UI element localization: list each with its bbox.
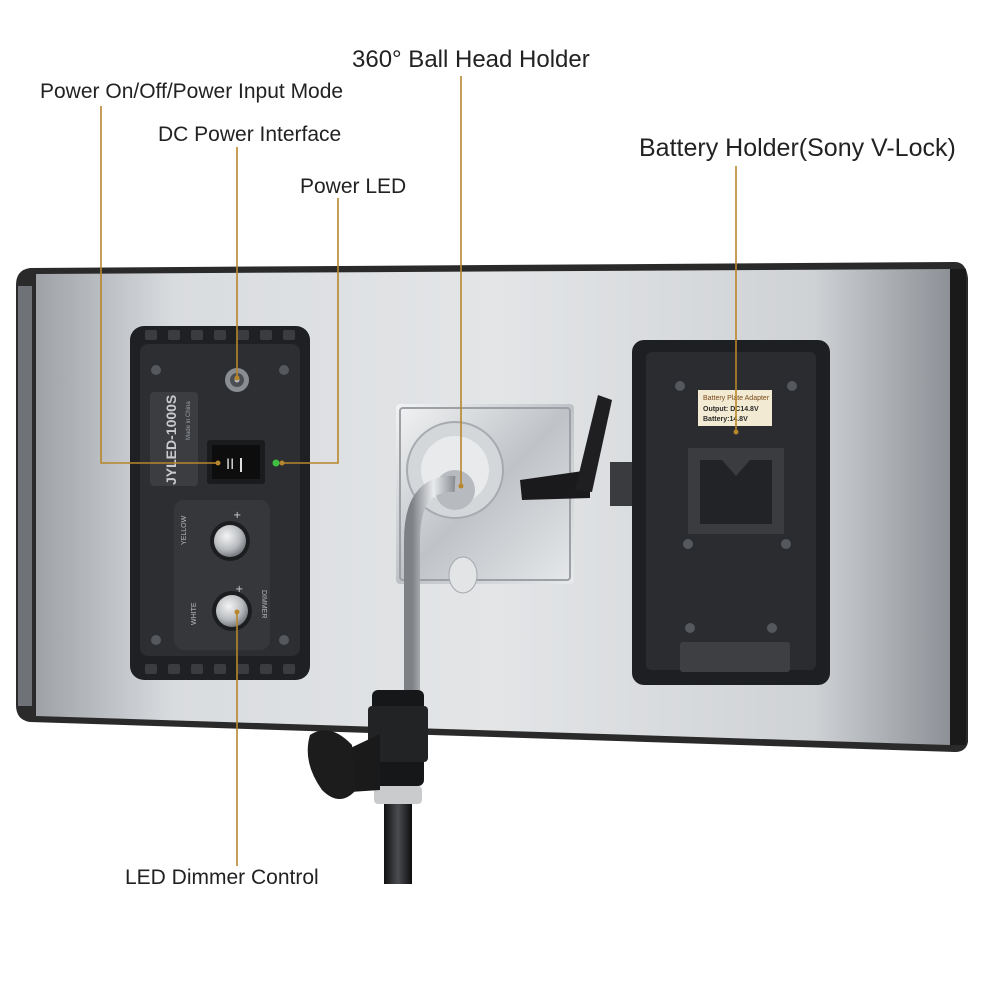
- battery-plate-battery: Battery:14.8V: [703, 416, 748, 423]
- dc-power-callout: DC Power Interface: [158, 123, 342, 146]
- leader-lines: [100, 76, 737, 866]
- battery-holder-callout: Battery Holder(Sony V-Lock): [639, 134, 956, 162]
- power-led-callout: Power LED: [300, 175, 407, 198]
- leader-power-led: [282, 198, 339, 464]
- control-box: JYLED-1000S Made in China II YELLOW WHIT…: [130, 326, 310, 680]
- ball-head-callout: 360° Ball Head Holder: [352, 46, 590, 73]
- bracket-mount: [396, 395, 612, 690]
- dimmer-callout: LED Dimmer Control: [125, 866, 319, 889]
- knob-white-label: WHITE: [191, 602, 198, 625]
- battery-plate-output: Output: DC14.8V: [703, 406, 759, 413]
- model-label: JYLED-1000S: [163, 395, 179, 485]
- white-knob[interactable]: [216, 595, 248, 627]
- leader-power-switch: [100, 106, 218, 464]
- power-switch-callout: Power On/Off/Power Input Mode: [40, 80, 344, 103]
- dimmer-label: DIMMER: [260, 590, 267, 618]
- stand-adapter: [307, 690, 428, 884]
- battery-holder: Battery Plate Adapter Output: DC14.8V Ba…: [610, 340, 830, 685]
- svg-text:II: II: [226, 457, 234, 473]
- made-in-label: Made in China: [186, 401, 192, 440]
- knob-plus-label: +: [233, 510, 241, 521]
- yellow-knob[interactable]: [214, 525, 246, 557]
- knob-yellow-label: YELLOW: [181, 515, 188, 545]
- knob-plus-label: +: [235, 584, 243, 595]
